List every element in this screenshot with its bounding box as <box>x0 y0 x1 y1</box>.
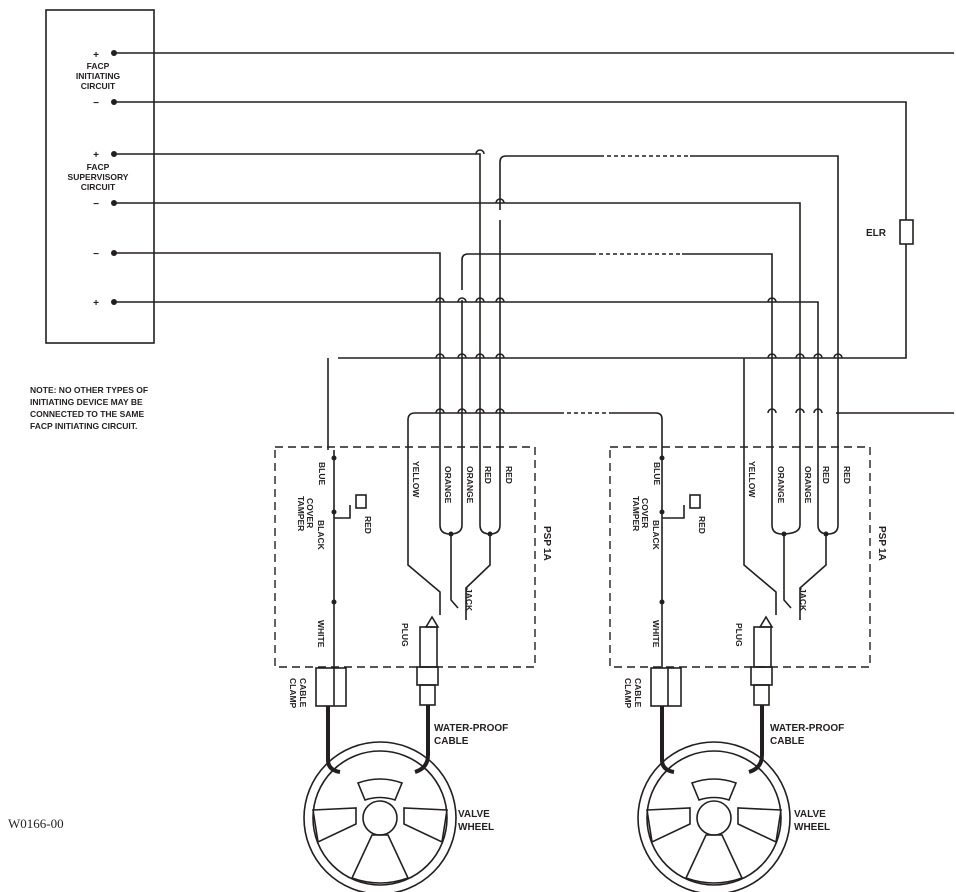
d2-orange-1: ORANGE <box>776 466 786 504</box>
d1-clamp: CLAMP <box>288 678 298 709</box>
d2-waterproof-2: CABLE <box>770 736 805 747</box>
init-minus: − <box>93 98 99 109</box>
d1-jack: JACK <box>464 588 474 612</box>
init-label-1: FACP <box>87 61 110 71</box>
facp-panel <box>45 9 155 344</box>
d2-black: BLACK <box>651 520 661 551</box>
d1-waterproof-1: WATER-PROOF <box>434 723 508 734</box>
d1-orange-2: ORANGE <box>465 466 475 504</box>
d1-orange-1: ORANGE <box>443 466 453 504</box>
device-1-enclosure <box>274 446 536 668</box>
d1-yellow: YELLOW <box>411 461 421 498</box>
d2-plug: PLUG <box>734 623 744 647</box>
device-2-enclosure <box>609 446 871 668</box>
note-line-2: INITIATING DEVICE MAY BE <box>30 397 143 407</box>
aux-minus: − <box>93 249 99 260</box>
sup-plus: + <box>93 150 99 161</box>
d2-tamper-red: RED <box>697 516 707 534</box>
wiring <box>114 52 954 450</box>
note-line-4: FACP INITIATING CIRCUIT. <box>30 421 137 431</box>
sup-label-1: FACP <box>87 162 110 172</box>
elr-resistor <box>899 219 914 245</box>
d1-cable: CABLE <box>298 678 308 708</box>
d2-model-2: 1A <box>876 548 887 561</box>
d2-valve-2: WHEEL <box>794 822 830 833</box>
d2-cover: COVER <box>640 498 650 528</box>
d2-clamp: CLAMP <box>623 678 633 709</box>
d2-tamper: TAMPER <box>631 496 641 531</box>
d2-red-2: RED <box>842 466 852 484</box>
d2-model-1: PSP <box>876 526 887 546</box>
d1-model-2: 1A <box>541 548 552 561</box>
d1-valve-2: WHEEL <box>458 822 494 833</box>
psp1a-device-2 <box>609 446 871 892</box>
d1-white: WHITE <box>316 620 326 648</box>
d1-red-2: RED <box>504 466 514 484</box>
sup-label-2: SUPERVISORY <box>68 172 129 182</box>
aux-plus: + <box>93 298 99 309</box>
psp1a-device-1 <box>274 446 536 892</box>
d1-red-1: RED <box>483 466 493 484</box>
d2-orange-2: ORANGE <box>803 466 813 504</box>
d2-waterproof-1: WATER-PROOF <box>770 723 844 734</box>
d2-jack: JACK <box>798 588 808 612</box>
sup-minus: − <box>93 199 99 210</box>
d2-yellow: YELLOW <box>747 461 757 498</box>
d2-blue: BLUE <box>652 462 662 485</box>
d1-model-1: PSP <box>541 526 552 546</box>
d1-black: BLACK <box>316 520 326 551</box>
note-line-3: CONNECTED TO THE SAME <box>30 409 144 419</box>
d1-tamper-red: RED <box>363 516 373 534</box>
init-label-2: INITIATING <box>76 71 121 81</box>
d2-cable: CABLE <box>633 678 643 708</box>
d1-blue: BLUE <box>317 462 327 485</box>
init-plus: + <box>93 50 99 61</box>
d2-valve-1: VALVE <box>794 809 826 820</box>
d1-cover: COVER <box>305 498 315 528</box>
d1-plug: PLUG <box>400 623 410 647</box>
init-label-3: CIRCUIT <box>81 81 116 91</box>
d1-valve-1: VALVE <box>458 809 490 820</box>
d1-waterproof-2: CABLE <box>434 736 469 747</box>
d2-red-1: RED <box>821 466 831 484</box>
figure-id: W0166-00 <box>8 816 64 831</box>
note-line-1: NOTE: NO OTHER TYPES OF <box>30 385 148 395</box>
elr-label: ELR <box>866 228 887 239</box>
sup-label-3: CIRCUIT <box>81 182 116 192</box>
d1-tamper: TAMPER <box>296 496 306 531</box>
d2-white: WHITE <box>651 620 661 648</box>
note: NOTE: NO OTHER TYPES OF INITIATING DEVIC… <box>30 385 148 431</box>
